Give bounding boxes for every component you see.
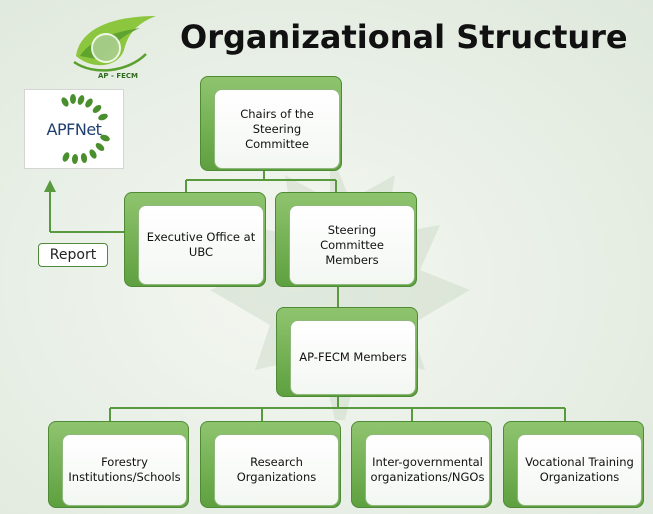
- node-chairs-label: Chairs of the Steering Committee: [214, 89, 340, 169]
- apfnet-text: APFNet: [46, 120, 102, 139]
- node-apfecm-members-label: AP-FECM Members: [290, 320, 416, 395]
- node-steering-members-label: Steering Committee Members: [289, 205, 415, 285]
- node-executive-office: Executive Office at UBC: [124, 192, 266, 287]
- node-forestry: Forestry Institutions/Schools: [48, 421, 189, 508]
- node-forestry-label: Forestry Institutions/Schools: [62, 434, 187, 506]
- apfnet-logo: APFNet: [24, 89, 124, 169]
- node-intergov-label: Inter-governmental organizations/NGOs: [365, 434, 490, 506]
- page-title: Organizational Structure: [180, 18, 628, 56]
- laurel-wreath-icon: [61, 94, 110, 164]
- node-executive-office-label: Executive Office at UBC: [138, 205, 264, 285]
- node-chairs: Chairs of the Steering Committee: [200, 76, 342, 171]
- node-intergov: Inter-governmental organizations/NGOs: [351, 421, 492, 508]
- node-research-label: Research Organizations: [214, 434, 339, 506]
- ap-fecm-logo: AP - FECM: [73, 16, 156, 80]
- logo-caption: AP - FECM: [98, 72, 138, 80]
- node-vocational-label: Vocational Training Organizations: [517, 434, 642, 506]
- node-apfecm-members: AP-FECM Members: [276, 307, 418, 397]
- node-vocational: Vocational Training Organizations: [503, 421, 644, 508]
- node-research: Research Organizations: [200, 421, 341, 508]
- report-label: Report: [38, 243, 108, 267]
- node-steering-members: Steering Committee Members: [275, 192, 417, 287]
